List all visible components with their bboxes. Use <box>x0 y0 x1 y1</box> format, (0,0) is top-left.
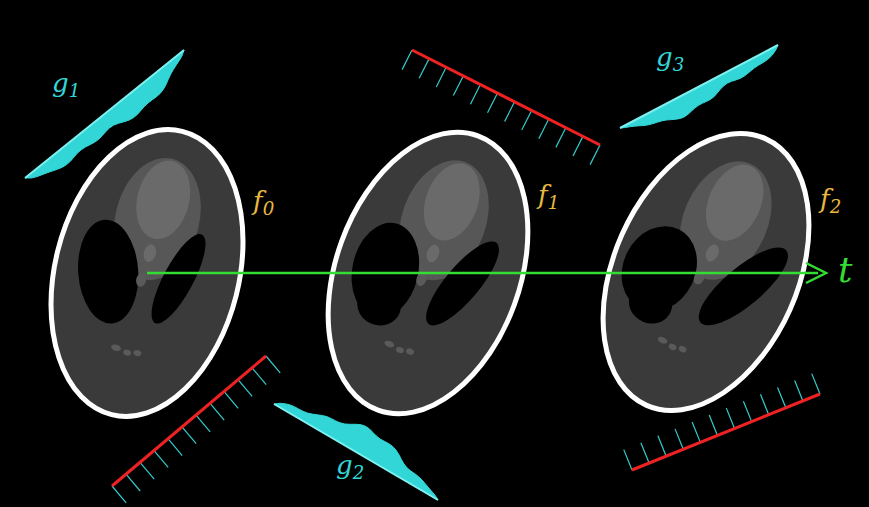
detector-tick <box>436 67 446 87</box>
projection-baseline <box>274 404 438 500</box>
detector <box>402 50 600 165</box>
detector-tick <box>505 102 515 122</box>
phantom-cavity <box>352 279 407 332</box>
detector-tick <box>210 403 224 420</box>
detector-tick <box>641 443 649 463</box>
detector-tick <box>590 145 600 165</box>
detector-tick <box>112 486 126 503</box>
detector-tick <box>140 462 154 479</box>
detector-tick <box>812 374 820 394</box>
math-label: f2 <box>820 186 841 212</box>
detector <box>624 374 820 470</box>
detector-tick <box>795 381 803 401</box>
detector-tick <box>266 356 280 373</box>
detector-line <box>412 50 600 145</box>
detector-tick <box>126 474 140 491</box>
detector-tick <box>453 76 463 96</box>
detector-tick <box>402 50 412 70</box>
phantom-region <box>128 155 198 245</box>
phantom-cavity <box>415 232 509 335</box>
detector-tick <box>522 110 532 130</box>
phantom-dot <box>133 349 142 357</box>
phantom-dot <box>142 243 158 263</box>
math-label: t <box>838 252 852 288</box>
phantom-cavity <box>688 236 798 337</box>
phantom-dot <box>395 346 405 354</box>
detector-line <box>632 394 820 470</box>
detector-tick <box>224 391 238 408</box>
detector-tick <box>556 128 566 148</box>
projection-baseline <box>25 50 184 178</box>
projection-profile <box>620 45 778 128</box>
detector-tick <box>470 85 480 105</box>
detector-tick <box>743 401 751 421</box>
phantom-region <box>695 156 775 250</box>
phantom-dot <box>668 343 678 352</box>
phantom-dot <box>678 345 688 354</box>
projection-baseline <box>620 45 778 128</box>
phantom-dot <box>135 272 148 288</box>
phantom-dot <box>384 340 395 349</box>
phantom-cavity <box>75 218 142 326</box>
detector-tick <box>154 451 168 468</box>
projection-profile <box>274 403 438 500</box>
phantom-dot <box>123 349 132 357</box>
detector-tick <box>419 59 429 79</box>
detector-tick <box>488 93 498 113</box>
phantom-dot <box>657 335 669 345</box>
time-arrowhead <box>806 263 826 283</box>
math-label: g3 <box>656 44 684 70</box>
detector-tick <box>196 415 210 432</box>
detector-line <box>112 356 266 486</box>
math-label: f1 <box>538 182 559 208</box>
detector-tick <box>675 429 683 449</box>
detector-tick <box>252 368 266 385</box>
detector-tick <box>709 415 717 435</box>
phantom-cavity <box>622 276 678 330</box>
detector <box>112 356 280 503</box>
projection-profile <box>25 50 184 178</box>
detector-tick <box>692 422 700 442</box>
phantom-dot <box>703 242 721 263</box>
detector-tick <box>182 427 196 444</box>
math-label: f0 <box>253 188 274 214</box>
phantom-dot <box>110 344 121 352</box>
detector-tick <box>726 408 734 428</box>
phantom-cavity <box>142 228 215 330</box>
detector-tick <box>238 380 252 397</box>
phantom-dot <box>424 243 441 264</box>
detector-tick <box>168 439 182 456</box>
detector-tick <box>778 387 786 407</box>
phantom-dot <box>405 347 415 355</box>
math-label: g2 <box>336 452 364 478</box>
detector-tick <box>658 436 666 456</box>
detector-tick <box>760 394 768 414</box>
phantom-region <box>414 155 490 248</box>
detector-tick <box>573 136 583 156</box>
detector-tick <box>539 119 549 139</box>
math-label: g1 <box>52 70 80 96</box>
time-axis <box>147 272 818 275</box>
detector-tick <box>624 450 632 470</box>
